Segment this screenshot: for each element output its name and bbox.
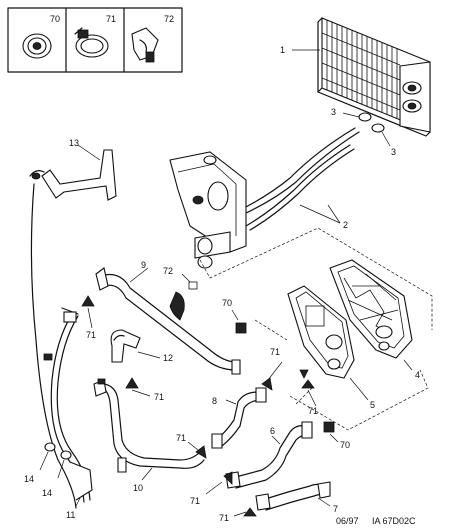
callout-71d: 71 [270, 347, 280, 357]
callout-72: 72 [163, 266, 173, 276]
hose-part-9 [95, 267, 241, 375]
footer-date: 06/97 [336, 516, 359, 526]
bracket-part-13 [29, 149, 117, 201]
hose-part-6 [225, 421, 313, 489]
legend-label-71: 71 [106, 14, 116, 24]
callout-11: 11 [66, 510, 75, 520]
callout-1: 1 [280, 45, 285, 55]
callout-8: 8 [212, 396, 217, 406]
callout-71g: 71 [308, 406, 318, 416]
legend-label-70: 70 [50, 14, 60, 24]
callout-13: 13 [69, 138, 79, 148]
clamp-arrow-71h [301, 379, 315, 389]
inset-legend-box: 70 71 72 [7, 7, 183, 73]
clamp-arrow-71a [81, 295, 95, 307]
callout-71a: 71 [86, 330, 96, 340]
seal-plate-part-4 [329, 259, 413, 359]
o-rings-part-3 [358, 112, 385, 133]
callout-9: 9 [141, 260, 146, 270]
clip-marker [188, 281, 198, 290]
heater-matrix-part-1 [317, 17, 431, 137]
callout-10: 10 [133, 483, 143, 493]
clamp-arrow-71g [299, 369, 309, 379]
callout-14b: 14 [42, 488, 52, 498]
callout-6: 6 [270, 426, 275, 436]
legend-label-72: 72 [164, 14, 174, 24]
callout-3a: 3 [331, 107, 336, 117]
callout-71c: 71 [176, 433, 186, 443]
clamp-arrow-71d [261, 377, 273, 391]
callout-4: 4 [415, 370, 420, 380]
callout-71f: 71 [219, 513, 229, 523]
heater-pipes-part-2 [169, 127, 360, 269]
hose-part-10 [93, 378, 205, 473]
callout-2: 2 [343, 220, 348, 230]
callout-12: 12 [163, 353, 173, 363]
hose-clamp-icon [74, 27, 109, 58]
footer-code: IA 67D02C [372, 516, 416, 526]
grommet-part-70a [235, 322, 247, 334]
callout-70a: 70 [222, 298, 232, 308]
grommet-icon [22, 33, 52, 59]
hose-part-12 [110, 329, 141, 363]
gasket-part-5 [287, 285, 355, 379]
callout-71e: 71 [190, 496, 200, 506]
callout-7: 7 [333, 504, 338, 514]
callout-5: 5 [370, 400, 375, 410]
clamp-arrow-71e [223, 471, 233, 485]
callout-71b: 71 [154, 392, 164, 402]
clamp-arrow-71c [195, 445, 207, 459]
clip-part-72 [169, 291, 185, 321]
callout-3b: 3 [391, 147, 396, 157]
hose-part-7 [255, 481, 331, 511]
clamp-arrow-71f [243, 507, 257, 517]
assembly-dashed-lines [199, 227, 433, 431]
hose-part-11 [30, 183, 93, 509]
hose-part-8 [211, 387, 267, 449]
clamp-arrow-71b [125, 377, 139, 389]
grommet-part-70b [323, 421, 335, 433]
hose-clip-icon [131, 27, 159, 63]
callout-70b: 70 [340, 440, 350, 450]
callout-14a: 14 [24, 474, 34, 484]
